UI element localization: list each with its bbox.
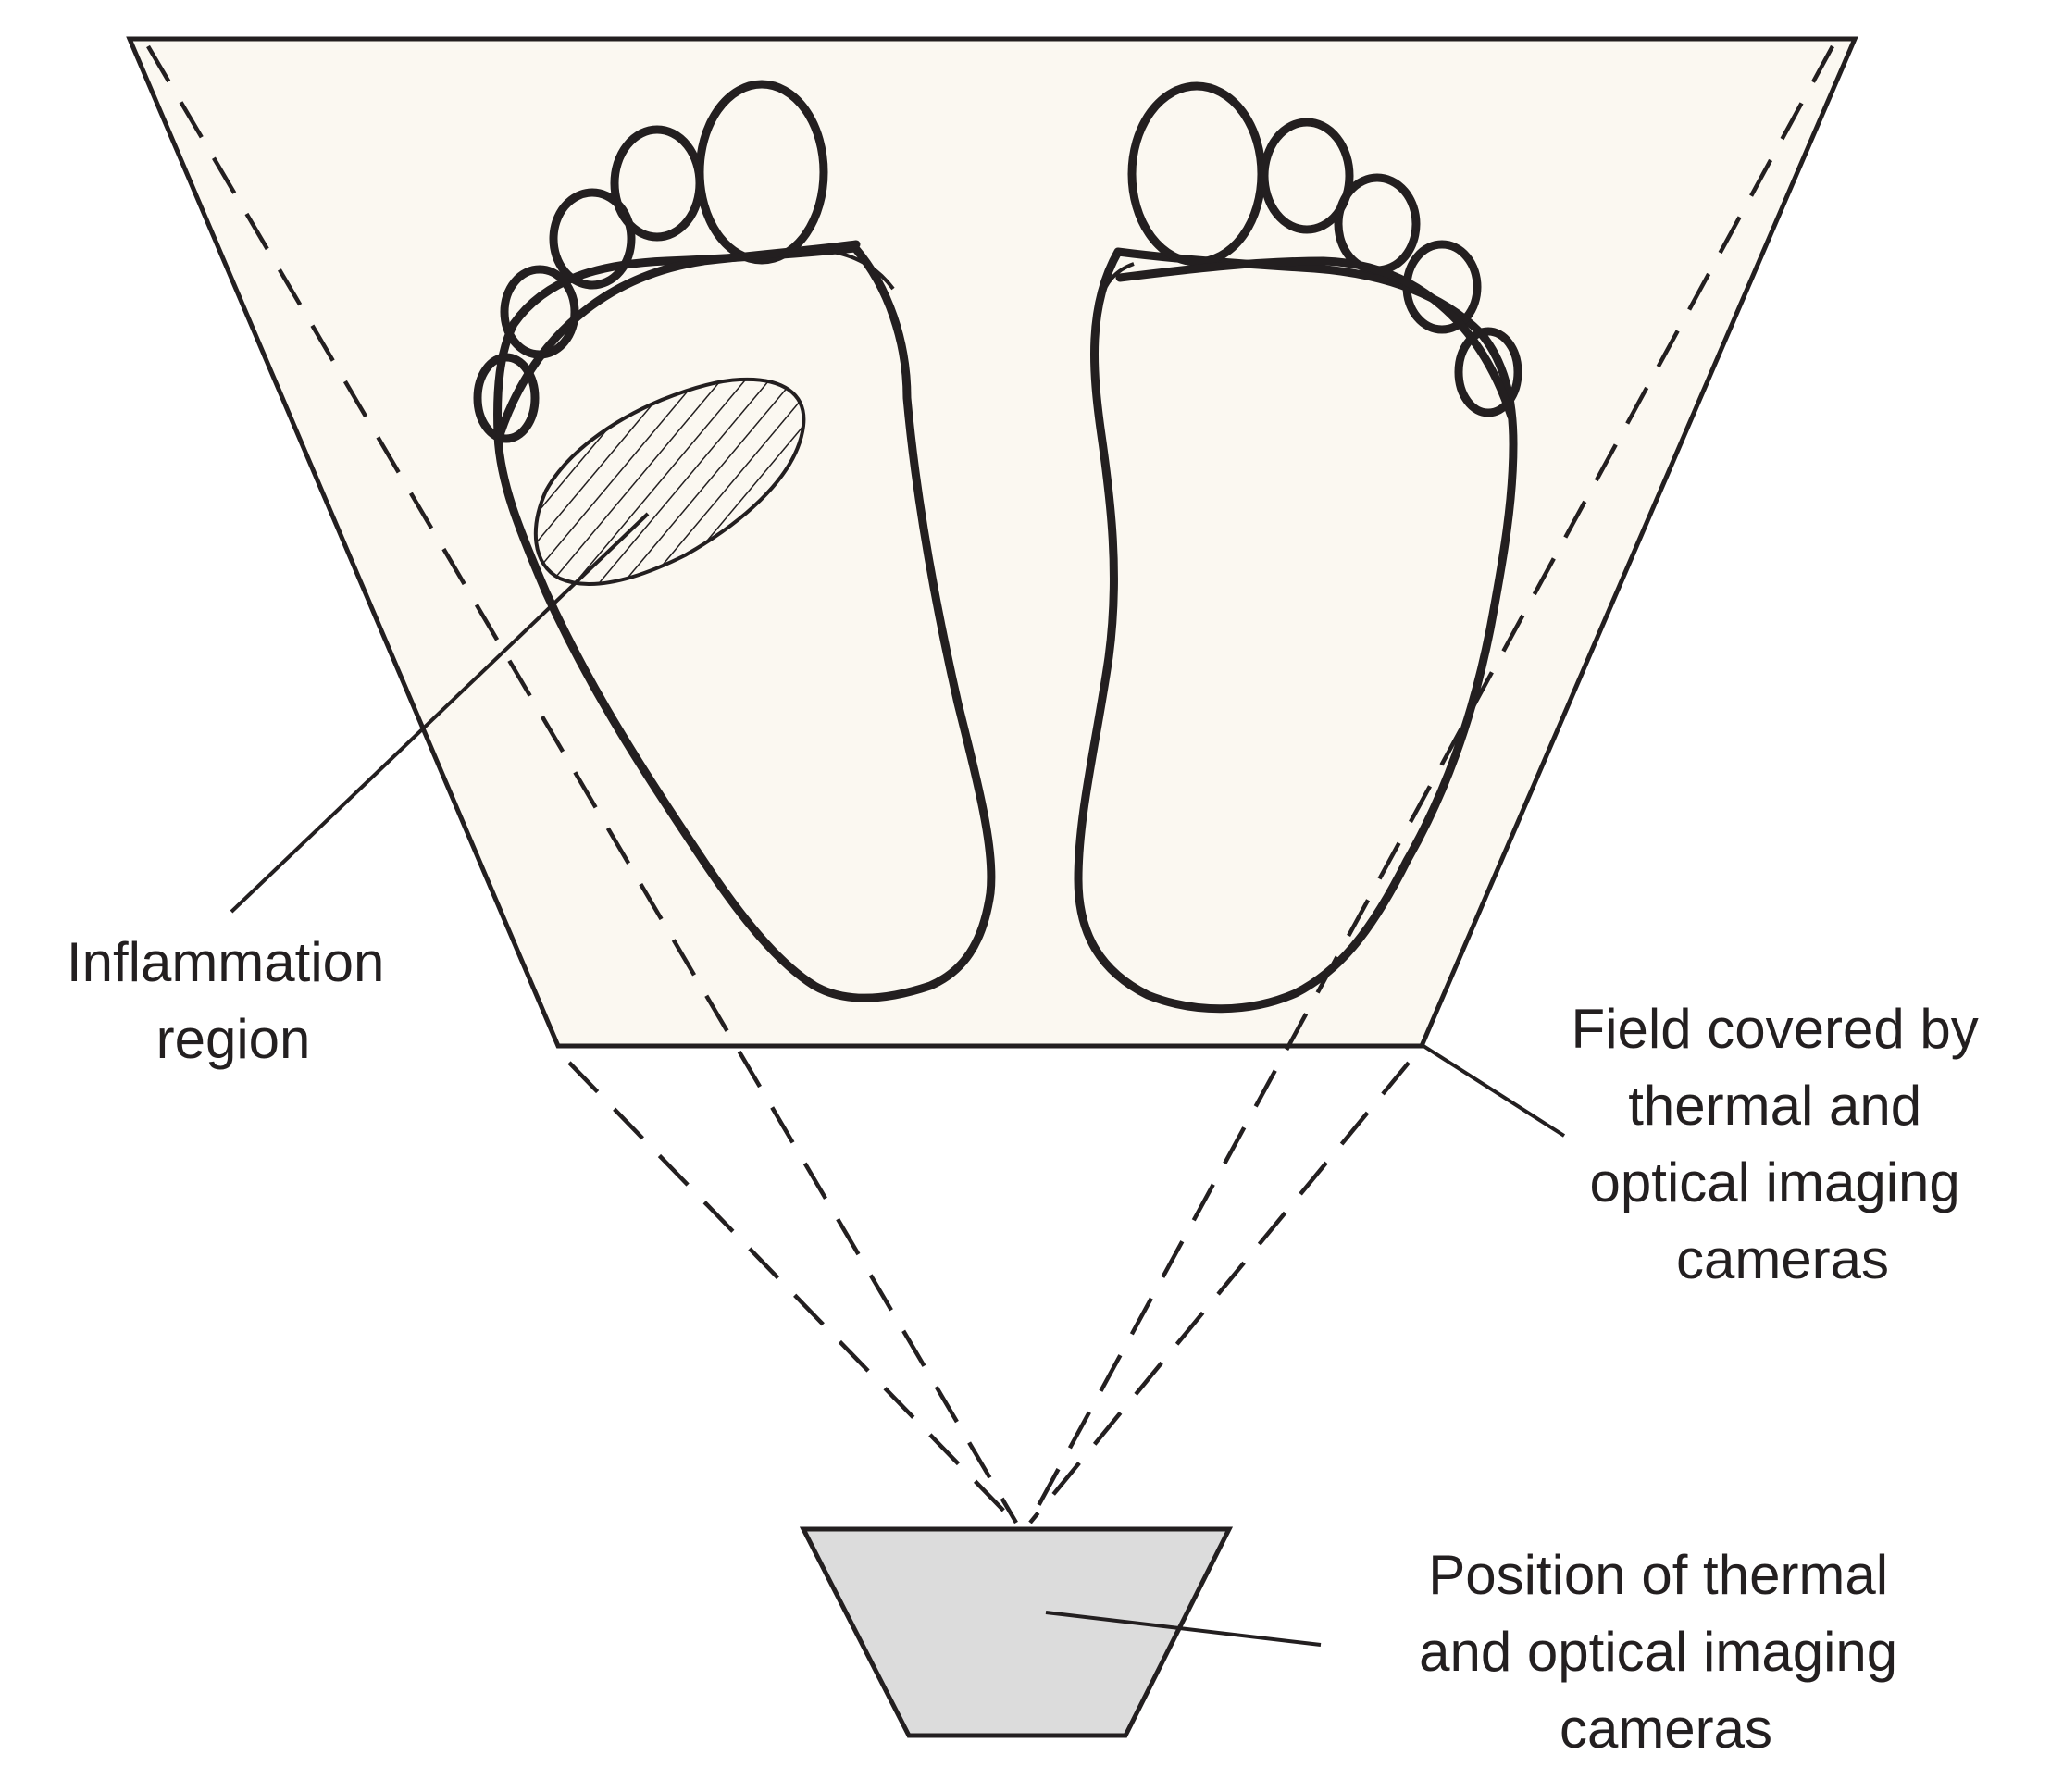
right-fourth-toe [1402, 240, 1482, 334]
fov-line-outer-right [1027, 44, 1834, 1524]
left-foot-sole [493, 243, 996, 1002]
right-foot-sole [1074, 247, 1518, 1014]
inflammation-label: Inflammation region [67, 931, 400, 1070]
inflammation-leader-line [230, 512, 650, 914]
position-label: Position of thermal and optical imaging … [1419, 1544, 1913, 1760]
inflammation-label-line-1: Inflammation [67, 931, 384, 993]
inflammation-region [533, 377, 806, 586]
right-little-toe [1454, 327, 1522, 417]
position-label-line-3: cameras [1560, 1698, 1772, 1760]
fov-line-inner-right [1028, 1061, 1411, 1524]
position-label-line-1: Position of thermal [1428, 1544, 1888, 1606]
left-second-toe [610, 125, 704, 242]
right-toe-base [1115, 256, 1516, 421]
field-label-line-3: optical imaging [1590, 1151, 1960, 1213]
right-second-toe [1260, 118, 1354, 234]
position-label-line-2: and optical imaging [1419, 1621, 1897, 1683]
field-label-line-2: thermal and [1628, 1075, 1921, 1137]
fov-line-outer-left [146, 44, 1018, 1524]
field-of-view-lines [146, 44, 1834, 1524]
inflammation-label-line-2: region [156, 1008, 311, 1070]
field-label-line-1: Field covered by [1572, 998, 1979, 1060]
left-little-toe [473, 353, 540, 443]
right-ball-curve [1098, 262, 1135, 302]
left-toe-base [495, 240, 861, 440]
fov-line-inner-left [567, 1061, 1017, 1524]
left-third-toe [549, 188, 636, 290]
right-foot [1074, 81, 1522, 1014]
camera-position [799, 1526, 1234, 1738]
left-ball-curve [832, 250, 895, 291]
left-foot [473, 80, 996, 1002]
field-label: Field covered by thermal and optical ima… [1572, 998, 1995, 1290]
camera-leader-line [1045, 1611, 1322, 1647]
field-label-line-4: cameras [1676, 1228, 1889, 1290]
field-leader-line [1422, 1044, 1566, 1138]
